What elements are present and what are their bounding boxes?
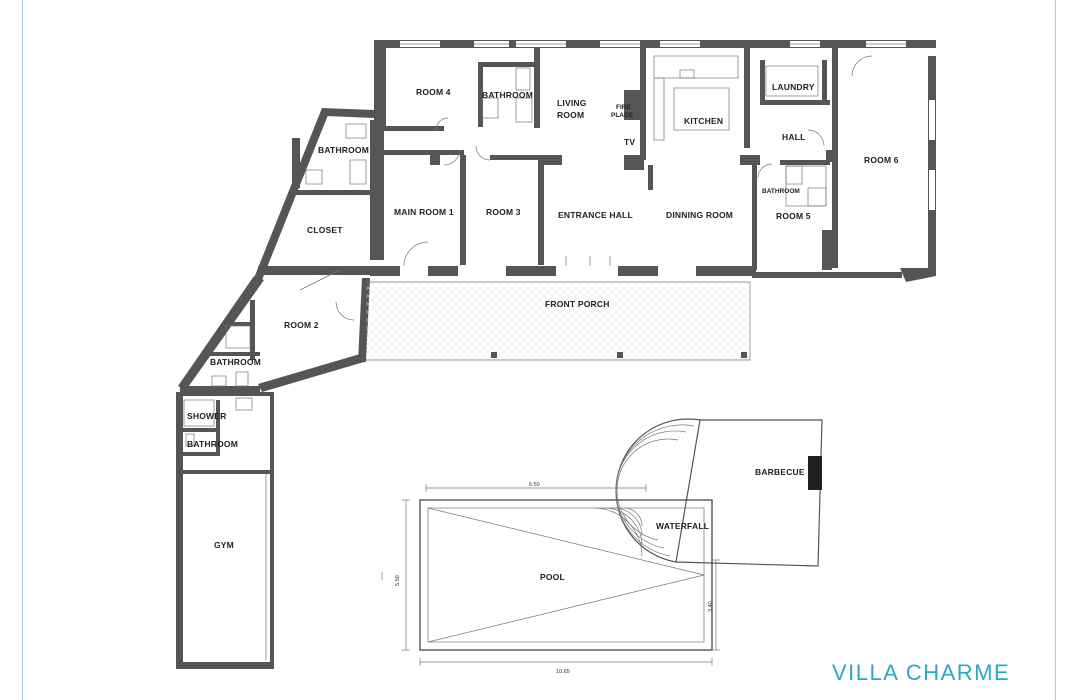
dim-pool-right: 3.40	[708, 601, 714, 612]
brand-title: VILLA CHARME	[832, 660, 1011, 685]
label-laundry: LAUNDRY	[772, 82, 815, 92]
front-porch-area	[366, 281, 751, 361]
label-bathroom-left: BATHROOM	[318, 145, 369, 155]
label-room5: ROOM 5	[776, 211, 811, 221]
label-hall: HALL	[782, 132, 805, 142]
gym-wing-walls	[176, 392, 274, 669]
label-shower: SHOWER	[187, 411, 226, 421]
label-living-room-2: ROOM	[557, 110, 584, 120]
dim-pool-left: 5.50	[395, 575, 401, 586]
label-fire-place-1: FIRE	[616, 104, 631, 111]
left-wing-walls	[178, 108, 384, 394]
label-dinning-room: DINNING ROOM	[666, 210, 733, 220]
label-room2: ROOM 2	[284, 320, 319, 330]
frame-line-left	[22, 0, 23, 700]
frame-line-right	[1055, 0, 1056, 700]
label-waterfall: WATERFALL	[656, 521, 709, 531]
label-entrance-hall: ENTRANCE HALL	[558, 210, 633, 220]
label-bathroom-top: BATHROOM	[482, 90, 533, 100]
label-bathroom-gym: BATHROOM	[187, 439, 238, 449]
label-barbecue: BARBECUE	[755, 467, 805, 477]
dimension-labels: 6.50 10.65 5.50 3.40	[395, 482, 714, 675]
bathroom-top-fixtures	[481, 67, 827, 207]
label-front-porch: FRONT PORCH	[545, 299, 610, 309]
label-bathroom-r5: BATHROOM	[762, 188, 800, 195]
main-building-walls	[370, 40, 936, 282]
label-room3: ROOM 3	[486, 207, 521, 217]
dim-pool-bottom: 10.65	[556, 669, 570, 675]
left-wing-fixtures	[211, 123, 367, 387]
label-gym: GYM	[214, 540, 234, 550]
dim-pool-top: 6.50	[529, 482, 540, 488]
label-living-room-1: LIVING	[557, 98, 587, 108]
room-labels: ROOM 4 BATHROOM LIVING ROOM FIRE PLACE T…	[187, 82, 899, 582]
label-tv: TV	[624, 137, 635, 147]
label-kitchen: KITCHEN	[684, 116, 723, 126]
label-bathroom-r2: BATHROOM	[210, 357, 261, 367]
gym-wing-fixtures	[183, 397, 267, 660]
label-main-room1: MAIN ROOM 1	[394, 207, 454, 217]
door-swings	[403, 55, 873, 267]
pool-area	[381, 418, 823, 666]
windows-top	[400, 41, 935, 210]
label-room6: ROOM 6	[864, 155, 899, 165]
kitchen-fixtures	[653, 55, 819, 141]
label-fire-place-2: PLACE	[611, 112, 634, 119]
label-closet: CLOSET	[307, 225, 343, 235]
label-room4: ROOM 4	[416, 87, 451, 97]
label-pool: POOL	[540, 572, 565, 582]
